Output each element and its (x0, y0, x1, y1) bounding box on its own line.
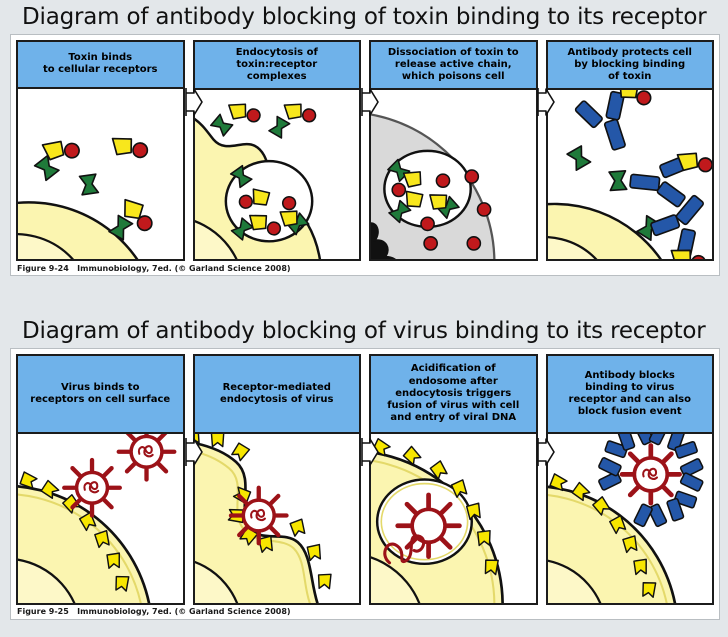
panel-virus-2-art (194, 433, 359, 603)
virus-particle-icon (62, 457, 122, 518)
virus-particle-icon (116, 433, 177, 482)
panel-toxin-4-art (547, 90, 712, 259)
virus-particle-icon (395, 492, 462, 559)
virus-particle-icon (228, 485, 289, 546)
viral-dna-icon (383, 534, 426, 565)
panel-virus-3-art (371, 433, 536, 603)
dead-nucleus-icon (371, 222, 396, 259)
figure-credit: (© Garland Science 2008) (174, 264, 291, 273)
cell-icon (18, 200, 139, 259)
viral-dna-icon (249, 508, 266, 521)
figure-source: Immunobiology, 7ed. (77, 264, 172, 273)
viral-dna-icon (641, 467, 658, 480)
toxin-b-chain-icon (402, 171, 448, 210)
figure-credit: (© Garland Science 2008) (174, 607, 291, 616)
figure-source: Immunobiology, 7ed. (77, 607, 172, 616)
panel-virus-1-art (18, 433, 183, 603)
page-title-toxin: Diagram of antibody blocking of toxin bi… (22, 4, 707, 30)
viral-dna-icon (137, 444, 154, 458)
figure-caption-toxin: Figure 9-24 Immunobiology, 7ed. (© Garla… (11, 261, 719, 273)
section-virus: Diagram of antibody blocking of virus bi… (0, 312, 728, 637)
panel-toxin-1-art (18, 88, 183, 259)
panel-toxin-2-art (194, 90, 359, 259)
figure-number: Figure 9-24 (17, 264, 69, 273)
section-toxin: Diagram of antibody blocking of toxin bi… (0, 0, 728, 300)
toxin-icon (41, 137, 153, 231)
receptor-icon (565, 145, 661, 241)
toxin-icon (227, 103, 316, 236)
virus-particle-icon (619, 443, 682, 506)
viral-dna-icon (83, 480, 100, 494)
page-title-virus: Diagram of antibody blocking of virus bi… (22, 318, 706, 344)
cell-icon (547, 202, 662, 259)
receptor-icon (19, 471, 130, 592)
antibody-y-icon (628, 152, 712, 208)
panel-toxin-3-art (371, 90, 536, 259)
figure-caption-virus: Figure 9-25 Immunobiology, 7ed. (© Garla… (11, 605, 719, 616)
toxin-a-chain-icon (391, 169, 492, 251)
receptor-icon (33, 154, 134, 241)
cell-icon (18, 484, 151, 603)
panel-virus-4-art (547, 433, 712, 603)
figure-number: Figure 9-25 (17, 607, 69, 616)
antibody-y-icon (649, 194, 706, 259)
antibody-y-icon (597, 433, 704, 527)
receptor-icon (548, 473, 656, 598)
antibody-y-icon (574, 90, 651, 151)
